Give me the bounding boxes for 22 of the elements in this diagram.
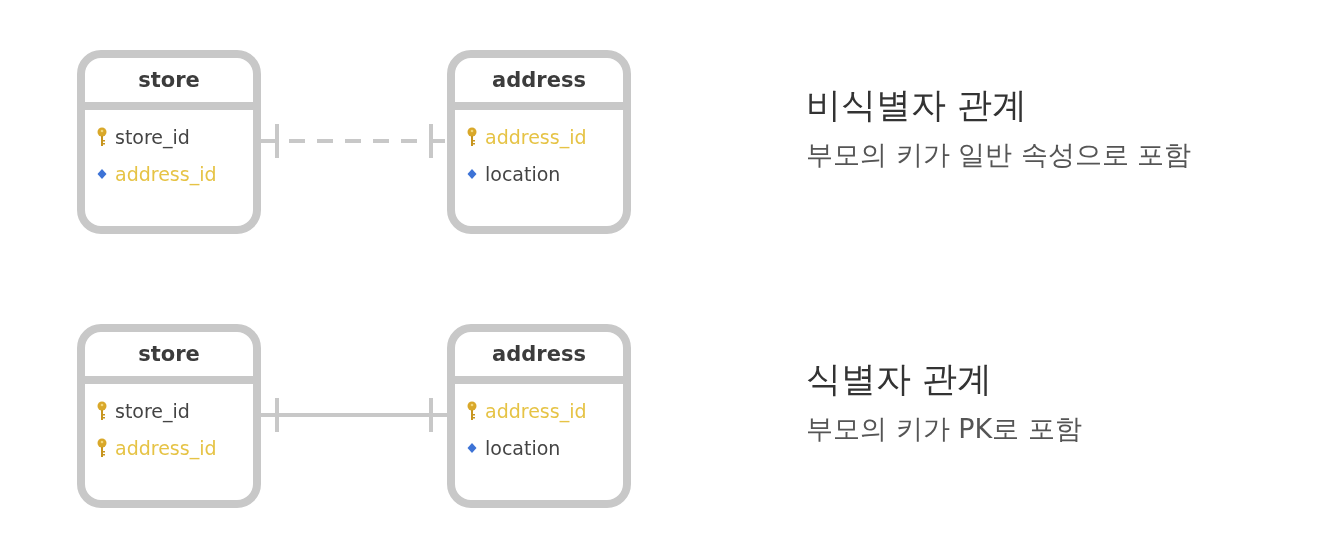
table-name: store [138, 342, 200, 366]
column-name: store_id [115, 125, 190, 148]
table-name: store [138, 68, 200, 92]
table-name: address [492, 68, 586, 92]
relationship-line [261, 398, 447, 432]
relationship-title: 식별자 관계 [806, 358, 994, 401]
entity-table [77, 50, 261, 234]
entity-table [447, 324, 631, 508]
entity-table [447, 50, 631, 234]
column-name: store_id [115, 399, 190, 422]
relationship-description: 부모의 키가 PK로 포함 [806, 412, 1082, 446]
table-name: address [492, 342, 586, 366]
entity-table [77, 324, 261, 508]
relationship-title: 비식별자 관계 [806, 84, 1029, 127]
relationship-description: 부모의 키가 일반 속성으로 포함 [806, 138, 1192, 172]
column-name: location [485, 436, 561, 459]
relationship-line [261, 124, 447, 158]
column-name: location [485, 162, 561, 185]
column-name: address_id [485, 399, 587, 422]
column-name: address_id [115, 436, 217, 459]
column-name: address_id [485, 125, 587, 148]
column-name: address_id [115, 162, 217, 185]
